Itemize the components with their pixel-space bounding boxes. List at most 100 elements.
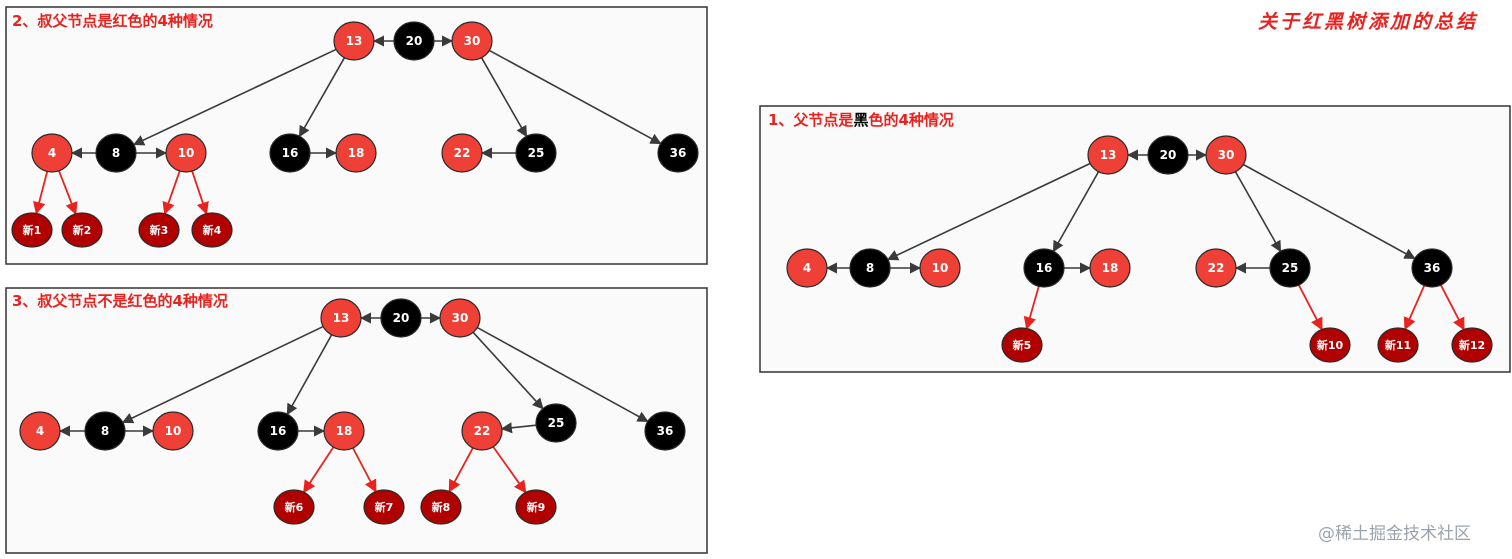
node-4: 4 (19, 411, 61, 451)
node-n2: 新2 (61, 212, 103, 248)
node-label-22: 22 (474, 424, 491, 438)
node-circle-n4 (191, 212, 233, 248)
edge-13-to-8 (132, 48, 337, 146)
node-22: 22 (441, 133, 483, 173)
node-circle-n7 (363, 489, 405, 525)
node-label-18: 18 (336, 424, 353, 438)
node-label-8: 8 (866, 261, 874, 275)
node-label-16: 16 (270, 424, 287, 438)
node-label-36: 36 (657, 424, 674, 438)
node-circle-22 (441, 133, 483, 173)
edge-10-to-n4 (191, 170, 209, 215)
node-n7: 新7 (363, 489, 405, 525)
node-n12: 新12 (1451, 327, 1493, 363)
node-36: 36 (644, 411, 686, 451)
node-circle-n10 (1309, 327, 1351, 363)
node-30: 30 (1205, 135, 1247, 175)
edge-25-to-n10 (1298, 284, 1323, 331)
node-n6: 新6 (273, 489, 315, 525)
panel-title-case-2-part-1: 2、叔父节点是红色的4种情况 (12, 12, 213, 30)
node-circle-13 (320, 298, 362, 338)
node-36: 36 (1411, 248, 1453, 288)
node-circle-25 (1269, 248, 1311, 288)
node-label-8: 8 (101, 424, 109, 438)
edge-22-to-n9 (492, 446, 527, 494)
node-label-n9: 新9 (527, 500, 546, 514)
node-label-20: 20 (406, 34, 423, 48)
node-label-16: 16 (1036, 261, 1053, 275)
node-label-n2: 新2 (73, 223, 92, 237)
node-circle-8 (84, 411, 126, 451)
node-n10: 新10 (1309, 327, 1351, 363)
node-10: 10 (165, 133, 207, 173)
node-circle-18 (323, 411, 365, 451)
edge-30-to-25 (1234, 171, 1282, 253)
node-circle-n1 (11, 212, 53, 248)
node-label-8: 8 (112, 146, 120, 160)
node-30: 30 (451, 21, 493, 61)
node-n8: 新8 (420, 489, 462, 525)
node-circle-n11 (1377, 327, 1419, 363)
page-title: 关于红黑树添加的总结 (1258, 11, 1479, 33)
node-30: 30 (439, 298, 481, 338)
node-label-36: 36 (1424, 261, 1441, 275)
node-circle-20 (1147, 135, 1189, 175)
node-circle-36 (657, 133, 699, 173)
node-label-25: 25 (1282, 261, 1299, 275)
node-circle-36 (644, 411, 686, 451)
panel-title-case-1-part-1: 1、父节点是 (768, 111, 854, 129)
edge-30-to-36 (476, 326, 649, 423)
node-25: 25 (535, 403, 577, 443)
node-label-18: 18 (348, 146, 365, 160)
node-16: 16 (257, 411, 299, 451)
node-circle-n3 (138, 212, 180, 248)
node-label-n10: 新10 (1317, 338, 1344, 352)
node-16: 16 (1023, 248, 1065, 288)
node-circle-30 (439, 298, 481, 338)
node-circle-4 (31, 133, 73, 173)
node-label-4: 4 (48, 146, 56, 160)
node-circle-4 (786, 248, 828, 288)
node-13: 13 (333, 21, 375, 61)
node-label-25: 25 (548, 416, 565, 430)
node-label-4: 4 (803, 261, 811, 275)
node-18: 18 (323, 411, 365, 451)
node-circle-13 (333, 21, 375, 61)
node-13: 13 (320, 298, 362, 338)
node-circle-16 (269, 133, 311, 173)
node-4: 4 (31, 133, 73, 173)
node-label-22: 22 (454, 146, 471, 160)
node-circle-18 (335, 133, 377, 173)
edge-30-to-25 (480, 57, 528, 138)
node-circle-25 (515, 133, 557, 173)
panel-title-case-1-part-3: 色的4种情况 (868, 111, 954, 129)
node-18: 18 (1089, 248, 1131, 288)
node-circle-36 (1411, 248, 1453, 288)
edge-36-to-n12 (1440, 284, 1465, 331)
node-label-n11: 新11 (1385, 338, 1411, 352)
node-n9: 新9 (515, 489, 557, 525)
edge-13-to-16 (298, 57, 346, 138)
node-n3: 新3 (138, 212, 180, 248)
node-label-10: 10 (165, 424, 182, 438)
edge-13-to-8 (886, 162, 1091, 261)
node-circle-n9 (515, 489, 557, 525)
node-circle-16 (1023, 248, 1065, 288)
node-8: 8 (84, 411, 126, 451)
node-circle-13 (1087, 135, 1129, 175)
node-circle-10 (152, 411, 194, 451)
node-circle-10 (165, 133, 207, 173)
node-label-20: 20 (1160, 148, 1177, 162)
node-label-30: 30 (1218, 148, 1235, 162)
edge-30-to-25 (472, 331, 544, 410)
node-20: 20 (380, 298, 422, 338)
node-circle-n6 (273, 489, 315, 525)
node-25: 25 (515, 133, 557, 173)
node-circle-22 (461, 411, 503, 451)
node-label-13: 13 (1100, 148, 1117, 162)
edge-13-to-8 (121, 325, 324, 424)
node-label-10: 10 (932, 261, 949, 275)
node-circle-8 (849, 248, 891, 288)
node-label-22: 22 (1208, 261, 1225, 275)
